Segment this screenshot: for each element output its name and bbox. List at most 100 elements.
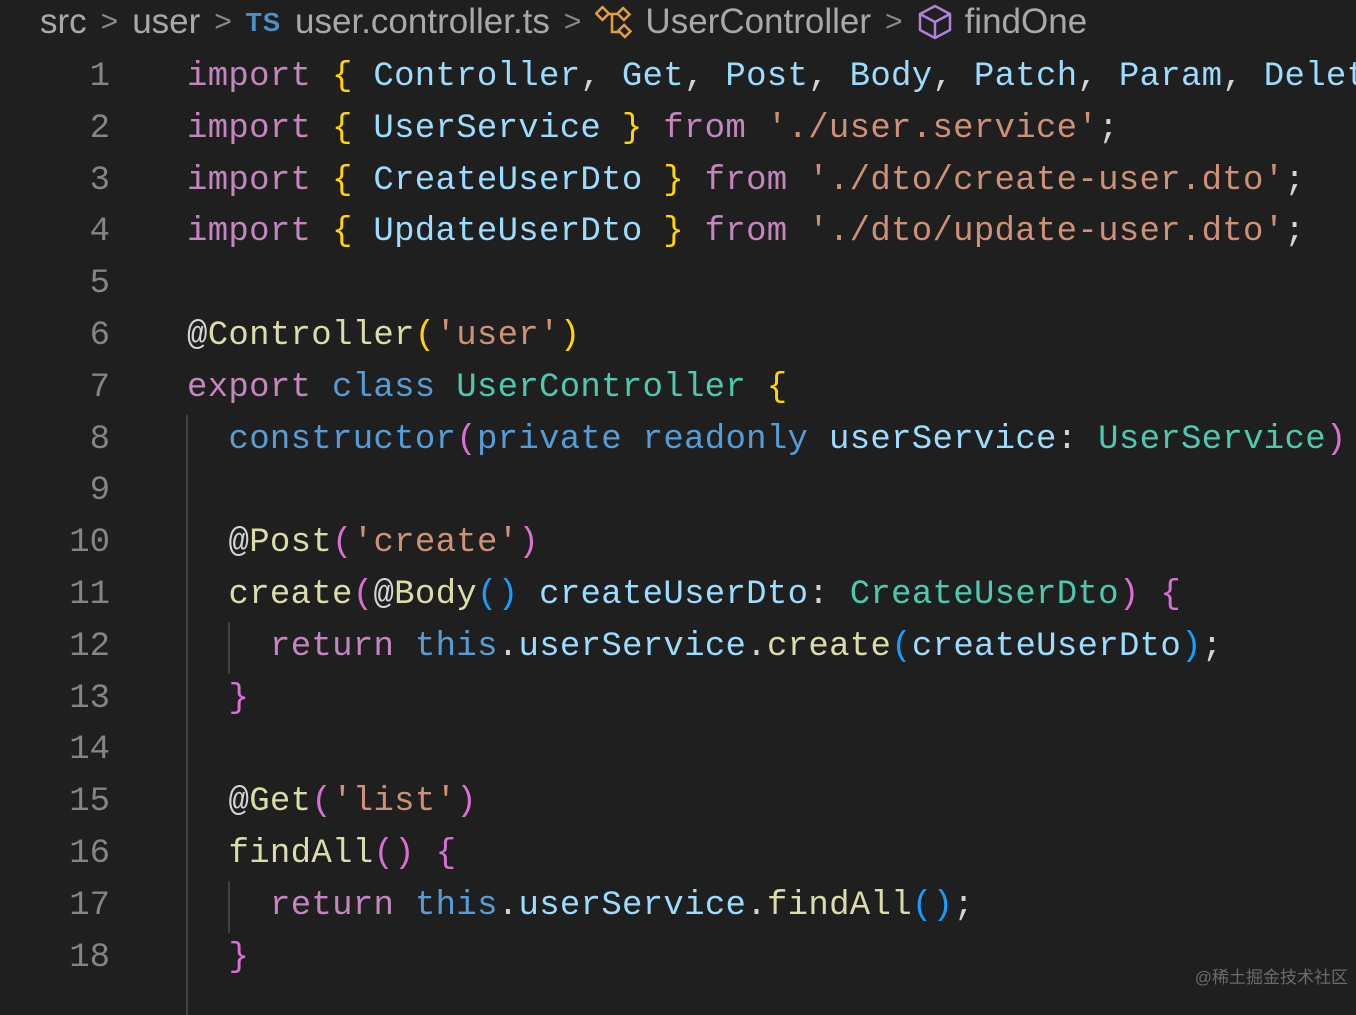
code-token: UserController xyxy=(456,368,747,407)
code-token: , xyxy=(932,58,974,96)
code-token: import xyxy=(187,58,312,96)
line-number: 12 xyxy=(69,627,110,666)
code-token: @ xyxy=(228,524,250,563)
code-token: private xyxy=(476,420,622,459)
code-token xyxy=(622,421,643,459)
breadcrumb-method[interactable]: findOne xyxy=(964,2,1088,41)
code-token: } xyxy=(663,213,684,252)
code-token: ; xyxy=(1284,161,1306,200)
code-token: createUserDto xyxy=(911,627,1182,666)
code-token xyxy=(394,628,415,666)
typescript-file-icon: TS xyxy=(245,6,282,37)
code-token: . xyxy=(497,627,519,666)
code-token xyxy=(311,213,332,251)
code-text: findAll() { xyxy=(229,829,457,881)
code-text: } xyxy=(229,674,250,726)
line-number: 6 xyxy=(89,316,110,355)
code-token: : xyxy=(1056,420,1099,459)
code-line[interactable]: 6@Controller('user') xyxy=(0,311,1356,363)
line-number: 7 xyxy=(89,368,110,407)
code-token: ) xyxy=(456,783,478,822)
code-token: , xyxy=(808,58,850,96)
code-token: ) xyxy=(1181,627,1202,666)
code-line[interactable]: 9 xyxy=(0,466,1356,518)
code-token: () xyxy=(373,834,415,873)
code-line[interactable]: 15@Get('list') xyxy=(0,777,1356,829)
line-number: 2 xyxy=(89,109,110,148)
code-text: @Get('list') xyxy=(229,777,478,829)
code-token xyxy=(643,110,664,148)
line-number: 11 xyxy=(69,575,110,614)
line-number: 5 xyxy=(89,265,110,304)
code-text: } xyxy=(229,933,250,985)
code-line[interactable]: 5 xyxy=(0,259,1356,311)
line-number: 3 xyxy=(89,161,110,200)
code-token xyxy=(311,162,332,200)
code-token: { xyxy=(435,834,457,873)
chevron-right-icon: > xyxy=(214,5,232,38)
code-token xyxy=(311,110,332,148)
code-token: this xyxy=(414,627,498,666)
code-token: ( xyxy=(311,783,333,822)
code-token xyxy=(788,162,809,200)
code-token: import xyxy=(187,161,312,200)
code-token: userService xyxy=(828,420,1057,459)
breadcrumb-file[interactable]: user.controller.ts xyxy=(295,2,550,41)
code-token: { xyxy=(331,213,353,252)
code-token: () xyxy=(477,575,519,614)
code-token: create xyxy=(228,575,353,614)
line-number: 4 xyxy=(89,213,110,252)
code-token: './user.service' xyxy=(766,109,1099,148)
code-line[interactable]: 13} xyxy=(0,674,1356,726)
code-token: . xyxy=(746,886,767,925)
code-token: : xyxy=(808,575,850,614)
method-cube-icon xyxy=(918,4,951,40)
indent-guide xyxy=(228,622,230,674)
line-number: 8 xyxy=(89,420,110,459)
code-token: ( xyxy=(352,575,374,614)
breadcrumb-user[interactable]: user xyxy=(132,2,201,41)
code-token: ( xyxy=(332,524,353,563)
code-token: this xyxy=(414,886,498,925)
code-token xyxy=(746,369,767,407)
code-token xyxy=(394,887,415,925)
breadcrumb-class[interactable]: UserController xyxy=(645,2,872,41)
code-token: findAll xyxy=(766,886,912,925)
code-text: import { UpdateUserDto } from './dto/upd… xyxy=(187,207,1305,259)
code-token: { xyxy=(766,368,788,407)
code-token xyxy=(746,110,767,148)
code-token xyxy=(518,576,539,614)
code-token: @ xyxy=(373,575,395,614)
breadcrumb-src[interactable]: src xyxy=(40,2,87,41)
code-line[interactable]: 14 xyxy=(0,725,1356,777)
code-token: } xyxy=(663,161,684,200)
code-token: } xyxy=(228,938,250,977)
line-number: 17 xyxy=(69,886,110,925)
code-token: 'list' xyxy=(332,783,457,822)
code-token: ; xyxy=(1284,213,1306,252)
code-token: CreateUserDto xyxy=(352,161,664,200)
line-number: 13 xyxy=(69,679,110,718)
code-line[interactable]: 4 import { UpdateUserDto } from './dto/up… xyxy=(0,207,1356,259)
code-token xyxy=(435,369,456,407)
code-token: @ xyxy=(187,316,208,355)
code-token: , xyxy=(1077,58,1119,96)
code-line[interactable]: 10@Post('create') xyxy=(0,518,1356,570)
watermark: @稀土掘金技术社区 xyxy=(1194,968,1348,987)
code-token: userService xyxy=(518,627,747,666)
code-token: userService xyxy=(518,886,747,925)
code-token: ) xyxy=(1325,420,1347,459)
code-token: import xyxy=(187,109,312,148)
code-line[interactable]: 18} xyxy=(0,933,1356,985)
line-number: 18 xyxy=(69,938,110,977)
